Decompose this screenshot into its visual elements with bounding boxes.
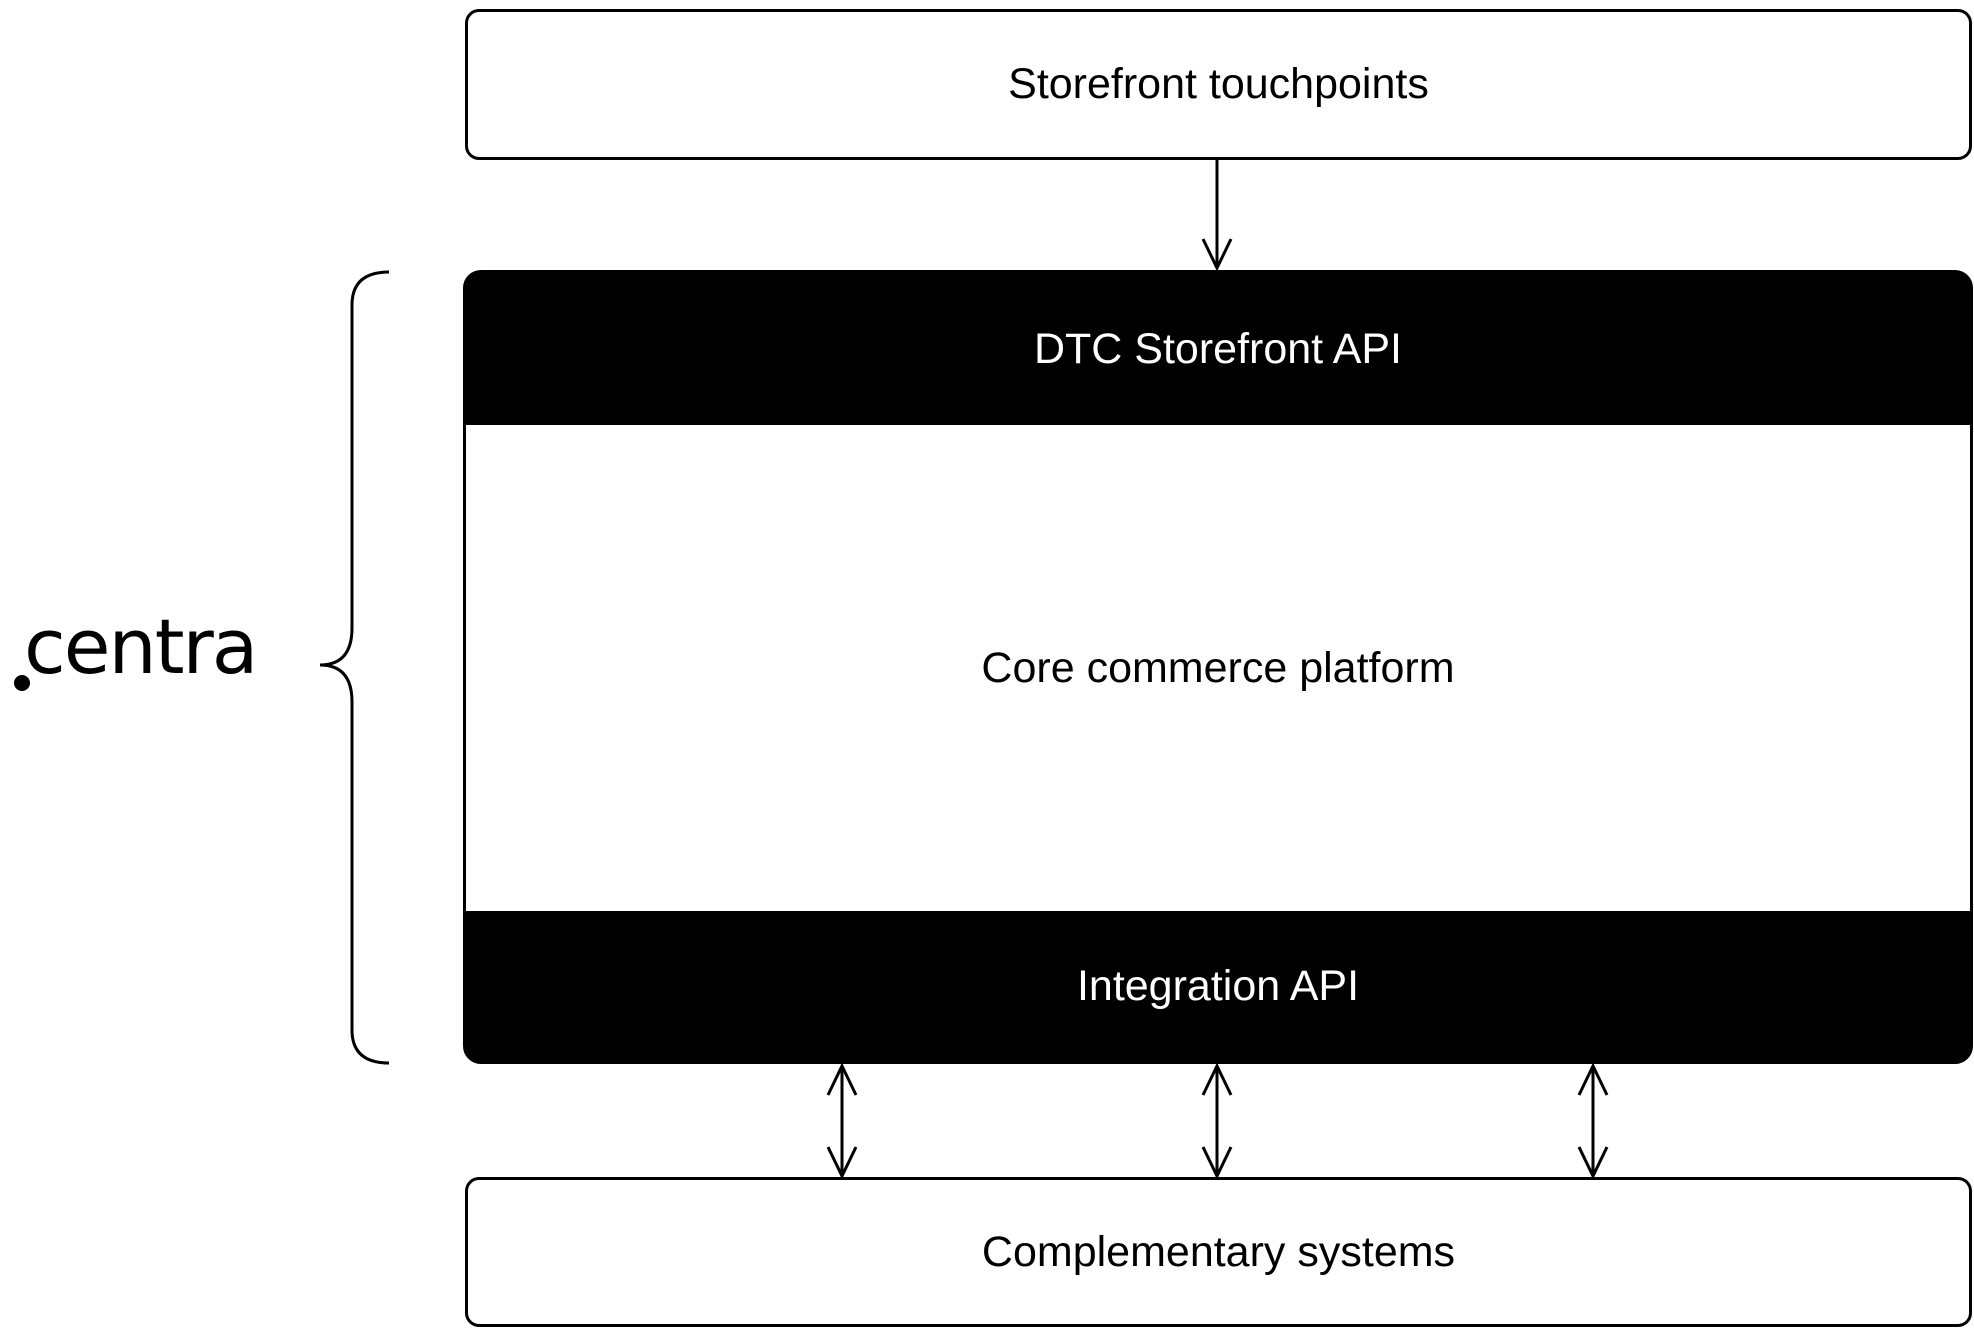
double-arrow-right [1577, 1062, 1609, 1180]
centra-platform-block: DTC Storefront API Core commerce platfor… [463, 270, 1973, 1064]
integration-api-band: Integration API [466, 911, 1970, 1061]
complementary-systems-label: Complementary systems [981, 1227, 1456, 1276]
logo-wordmark: centra [24, 602, 256, 691]
double-arrow-center [1201, 1062, 1233, 1180]
storefront-touchpoints-label: Storefront touchpoints [1008, 60, 1429, 108]
centra-logo: centra [14, 602, 258, 691]
arrow-touchpoints-to-storefront-api [1201, 160, 1233, 272]
storefront-touchpoints-box: Storefront touchpoints [465, 9, 1972, 160]
core-commerce-platform-band: Core commerce platform [466, 425, 1970, 911]
integration-api-label: Integration API [1076, 961, 1360, 1010]
dtc-storefront-api-band: DTC Storefront API [466, 273, 1970, 425]
core-commerce-platform-label: Core commerce platform [981, 643, 1455, 692]
curly-brace [319, 270, 390, 1065]
dtc-storefront-api-label: DTC Storefront API [1033, 324, 1403, 373]
logo-dot [14, 675, 30, 691]
double-arrow-left [826, 1062, 858, 1180]
complementary-systems-box: Complementary systems [465, 1177, 1972, 1327]
